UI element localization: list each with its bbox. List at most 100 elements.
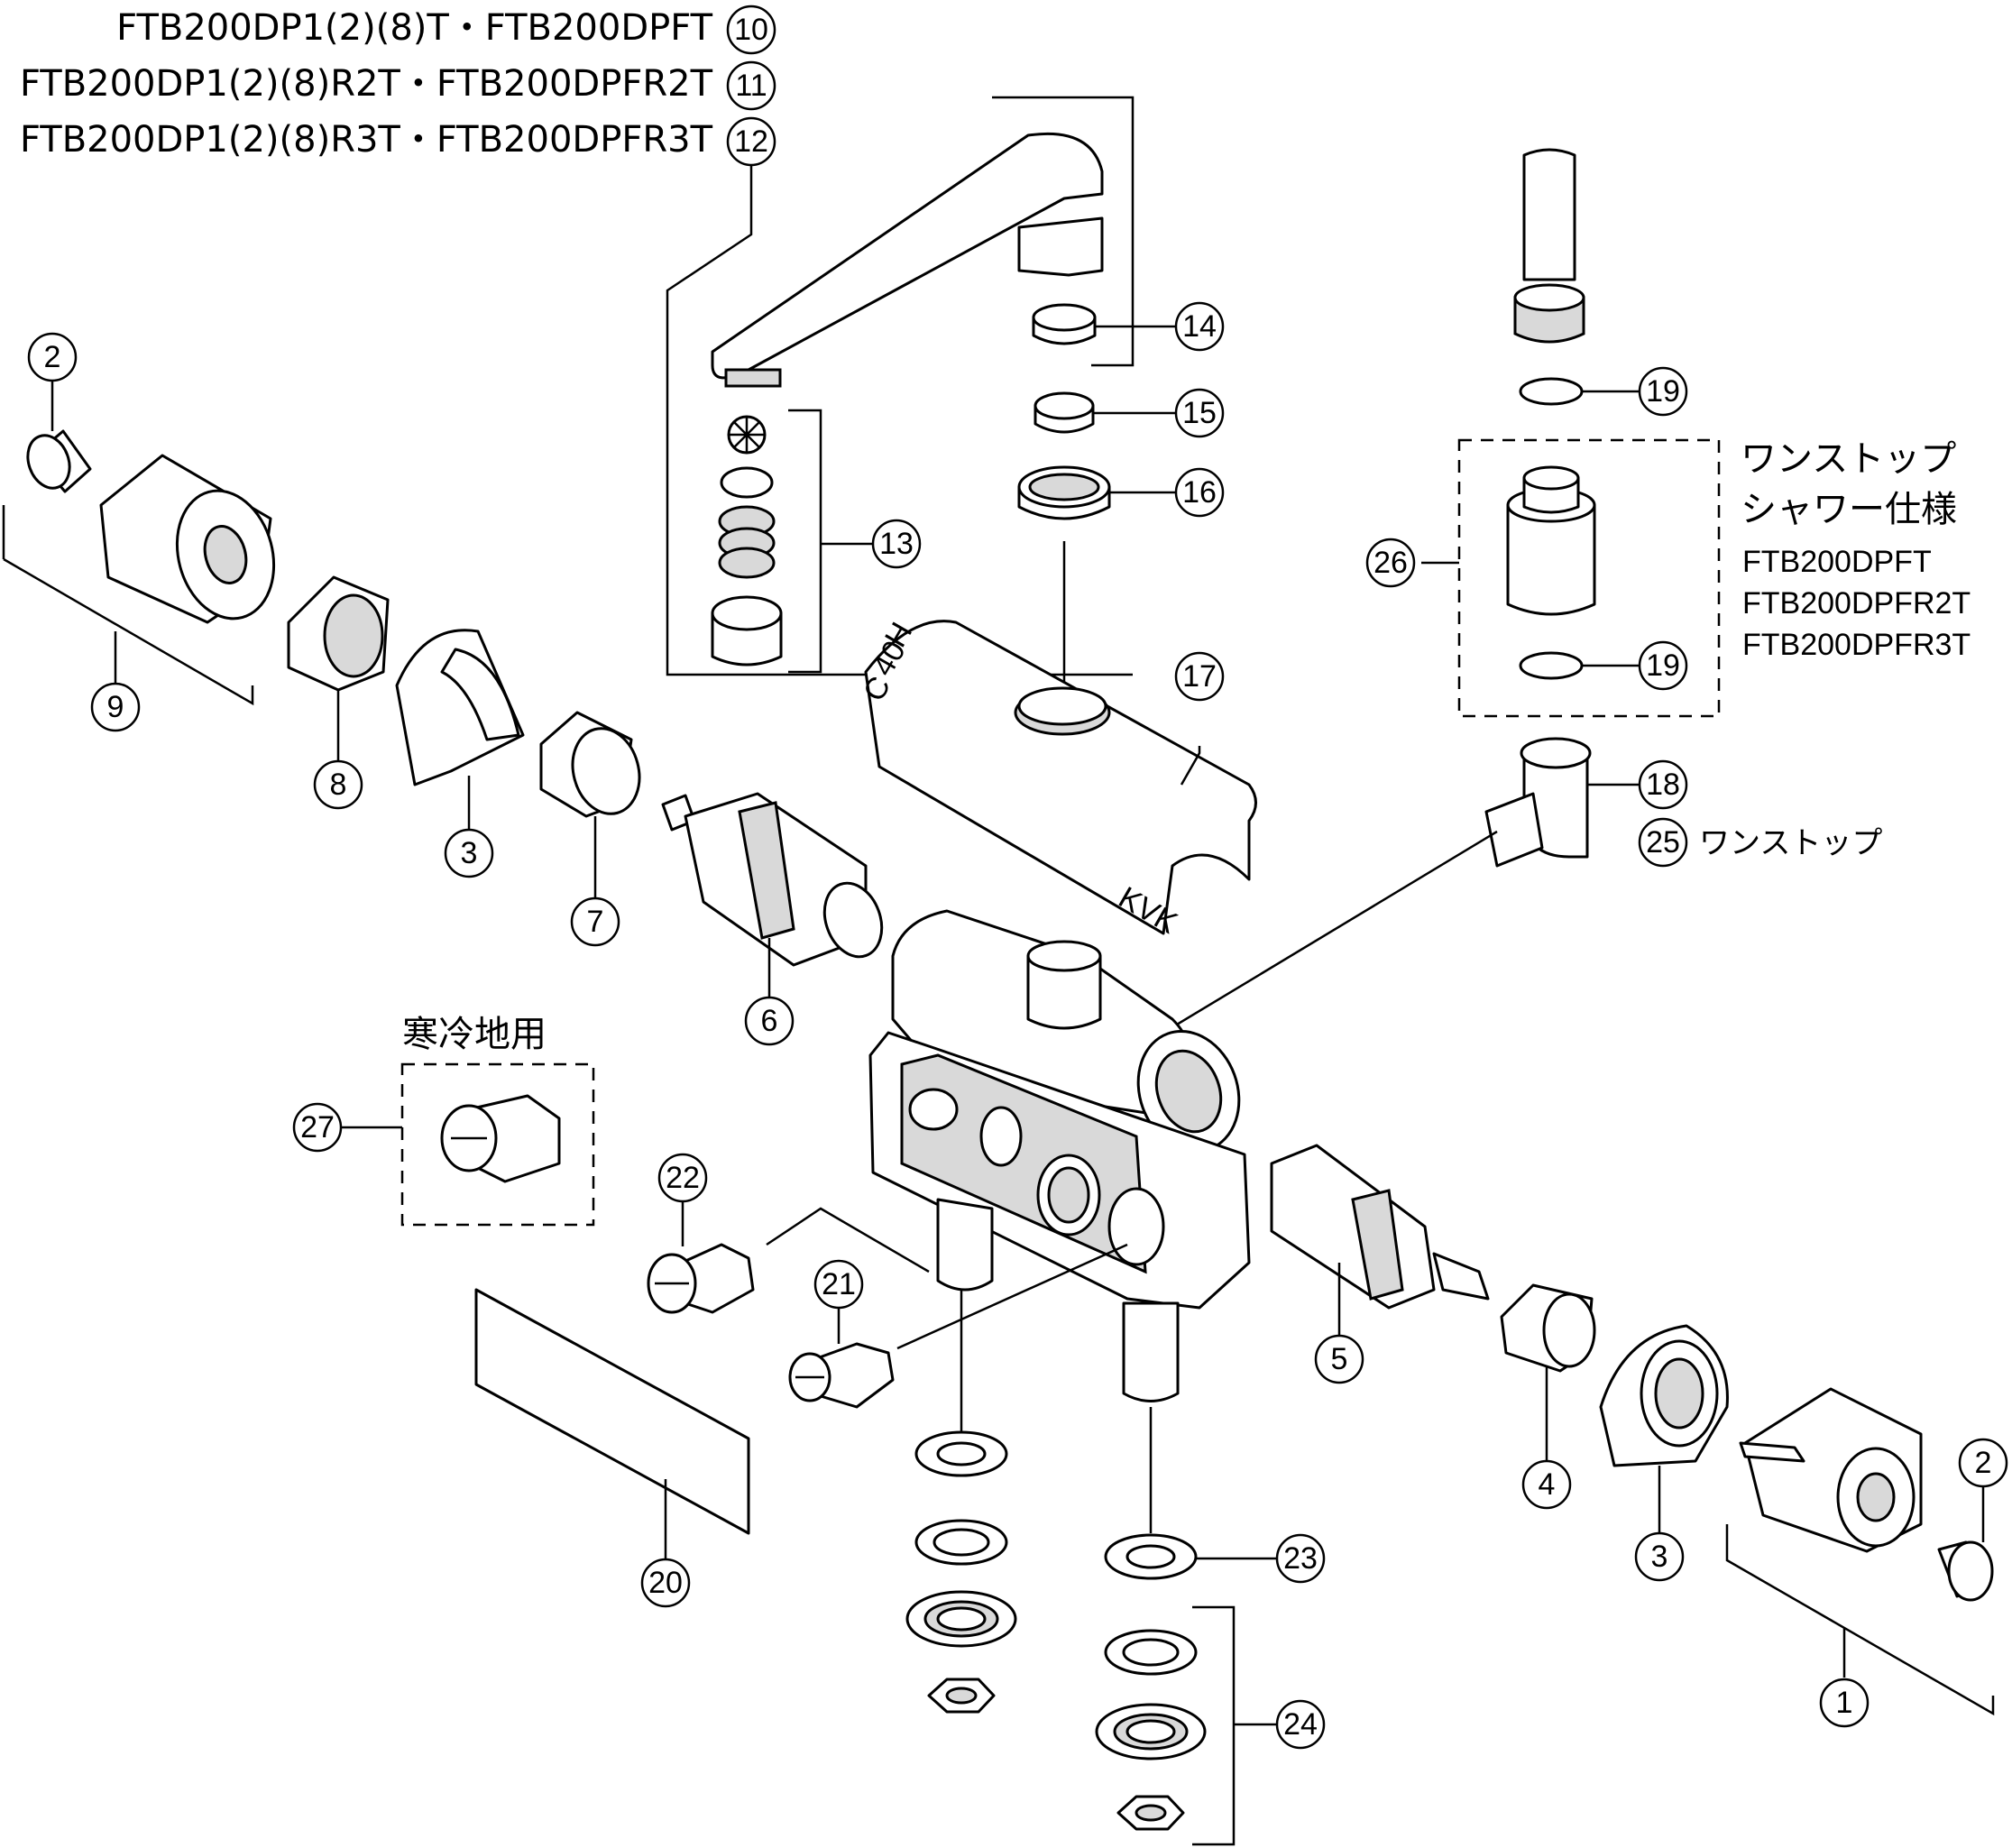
aerator-mesh bbox=[718, 505, 776, 579]
collar-3-left bbox=[395, 629, 525, 786]
svg-text:11: 11 bbox=[735, 69, 767, 103]
svg-text:26: 26 bbox=[1373, 546, 1408, 580]
washer-19-top bbox=[1519, 377, 1584, 406]
nut-4 bbox=[1500, 1283, 1596, 1373]
callout-16: 16 bbox=[1174, 467, 1225, 518]
svg-text:9: 9 bbox=[107, 690, 124, 724]
nut-7 bbox=[539, 711, 641, 818]
washer-left-2 bbox=[914, 1519, 1008, 1566]
callout-27: 27 bbox=[292, 1102, 343, 1153]
onestop-model-2: FTB200DPFR2T bbox=[1742, 586, 1971, 621]
cartridge-6 bbox=[661, 792, 884, 967]
spout bbox=[711, 132, 1104, 388]
cover-plate-20 bbox=[474, 1288, 750, 1535]
callout-13: 13 bbox=[871, 519, 922, 569]
model-label-11: FTB200DP1(2)(8)R2T・FTB200DPFR2T bbox=[20, 63, 713, 105]
callout-2-left: 2 bbox=[27, 332, 78, 382]
onestop-group-box bbox=[1457, 438, 1721, 718]
inlet-pipe-right bbox=[1122, 1301, 1180, 1402]
callout-3-right: 3 bbox=[1634, 1531, 1685, 1582]
model-label-10: FTB200DP1(2)(8)T・FTB200DPFT bbox=[116, 7, 712, 49]
svg-text:12: 12 bbox=[734, 124, 768, 159]
model-label-12: FTB200DP1(2)(8)R3T・FTB200DPFR3T bbox=[20, 119, 713, 161]
callout-3-left: 3 bbox=[444, 828, 494, 878]
callout-25: 25 bbox=[1638, 817, 1688, 868]
svg-text:3: 3 bbox=[461, 836, 478, 870]
cold-region-box bbox=[400, 1062, 595, 1227]
callout-21: 21 bbox=[813, 1259, 864, 1310]
svg-text:19: 19 bbox=[1646, 648, 1680, 683]
ring-14 bbox=[1032, 303, 1097, 345]
callout-26: 26 bbox=[1365, 538, 1416, 588]
svg-text:10: 10 bbox=[734, 13, 768, 47]
svg-text:27: 27 bbox=[300, 1110, 335, 1145]
svg-text:19: 19 bbox=[1646, 374, 1680, 409]
svg-text:21: 21 bbox=[822, 1267, 856, 1301]
callout-1: 1 bbox=[1819, 1678, 1870, 1728]
svg-text:2: 2 bbox=[44, 340, 61, 374]
onestop-title-line1: ワンストップ bbox=[1741, 438, 1956, 480]
callout-5: 5 bbox=[1314, 1334, 1364, 1384]
svg-text:3: 3 bbox=[1651, 1540, 1668, 1574]
aerator-star-part bbox=[727, 415, 767, 455]
shower-hose-end bbox=[1513, 148, 1585, 344]
svg-text:5: 5 bbox=[1331, 1342, 1348, 1376]
handle-9 bbox=[99, 454, 276, 624]
svg-text:14: 14 bbox=[1182, 309, 1217, 344]
svg-text:18: 18 bbox=[1646, 768, 1680, 802]
callout-22: 22 bbox=[657, 1153, 708, 1203]
svg-text:16: 16 bbox=[1182, 475, 1217, 510]
svg-text:20: 20 bbox=[648, 1566, 683, 1600]
aerator-cap bbox=[711, 595, 783, 667]
body-base bbox=[868, 1031, 1251, 1310]
callout-4: 4 bbox=[1521, 1459, 1572, 1510]
cold-region-label: 寒冷地用 bbox=[402, 1014, 547, 1055]
cartridge-5 bbox=[1270, 1144, 1490, 1310]
hex-nut-left bbox=[927, 1678, 996, 1714]
callout-18: 18 bbox=[1638, 759, 1688, 810]
callout-7: 7 bbox=[570, 896, 620, 947]
onestop-title-line2: シャワー仕様 bbox=[1741, 489, 1957, 530]
callout-23: 23 bbox=[1275, 1533, 1326, 1584]
nut-15 bbox=[1034, 391, 1095, 434]
cap-2-left bbox=[26, 429, 92, 493]
callout-2-right: 2 bbox=[1958, 1438, 2008, 1488]
callout-12: 12 bbox=[726, 116, 776, 167]
washer-left-1 bbox=[914, 1430, 1008, 1477]
drain-plug-27 bbox=[440, 1094, 561, 1183]
callout-11: 11 bbox=[726, 60, 776, 111]
callout-15: 15 bbox=[1174, 388, 1225, 438]
onestop-model-1: FTB200DPFT bbox=[1742, 545, 1932, 579]
callout-25-note: ワンストップ bbox=[1699, 826, 1882, 860]
svg-text:15: 15 bbox=[1182, 396, 1217, 430]
callout-6: 6 bbox=[744, 996, 795, 1046]
callout-20: 20 bbox=[640, 1558, 691, 1608]
callout-10: 10 bbox=[726, 5, 776, 55]
washer-23 bbox=[1104, 1533, 1198, 1580]
svg-text:22: 22 bbox=[666, 1161, 700, 1195]
svg-text:7: 7 bbox=[587, 905, 604, 939]
svg-text:24: 24 bbox=[1283, 1707, 1318, 1742]
cap-2-right bbox=[1937, 1540, 1994, 1602]
callout-19-top: 19 bbox=[1638, 366, 1688, 417]
adapter-8 bbox=[287, 575, 390, 692]
body-cover: H 40 C KVK bbox=[857, 617, 1257, 941]
callout-17: 17 bbox=[1174, 651, 1225, 702]
svg-text:25: 25 bbox=[1646, 825, 1680, 860]
callout-24: 24 bbox=[1275, 1699, 1326, 1750]
ring-16 bbox=[1017, 465, 1111, 520]
elbow-18 bbox=[1484, 737, 1592, 868]
svg-text:2: 2 bbox=[1975, 1446, 1992, 1480]
handle-1 bbox=[1739, 1387, 1923, 1553]
svg-text:1: 1 bbox=[1836, 1686, 1853, 1720]
callout-19-bottom: 19 bbox=[1638, 640, 1688, 691]
svg-text:6: 6 bbox=[761, 1004, 778, 1038]
onestop-model-3: FTB200DPFR3T bbox=[1742, 628, 1971, 662]
washer-19-bottom bbox=[1519, 651, 1584, 680]
lock-washer-right bbox=[1095, 1703, 1207, 1761]
lock-washer-left bbox=[905, 1590, 1017, 1648]
plug-21 bbox=[788, 1342, 895, 1409]
svg-text:17: 17 bbox=[1182, 659, 1217, 694]
svg-text:8: 8 bbox=[330, 768, 347, 802]
